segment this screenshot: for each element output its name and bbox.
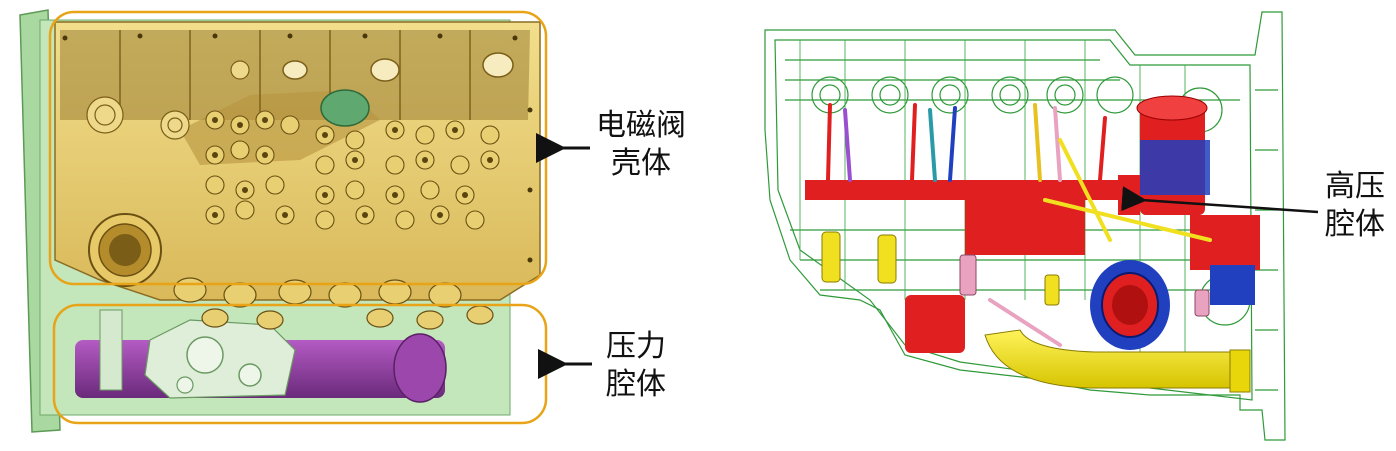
label-high-pressure-chamber-line2: 腔体 [1325,207,1385,242]
label-pressure-chamber-line1: 压力 [606,329,666,364]
left-valve-assembly-illustration [19,9,541,433]
arrow-high-pressure-chamber [1121,186,1319,214]
label-pressure-chamber: 压力 腔体 [606,328,666,404]
label-solenoid-valve-housing-line1: 电磁阀 [596,108,686,143]
label-high-pressure-chamber-line1: 高压 [1325,169,1385,204]
label-solenoid-valve-housing-line2: 壳体 [611,146,671,181]
right-high-pressure-wireframe-illustration [764,11,1286,441]
label-high-pressure-chamber: 高压 腔体 [1325,168,1385,244]
label-solenoid-valve-housing: 电磁阀 壳体 [596,107,686,183]
label-pressure-chamber-line2: 腔体 [606,367,666,402]
